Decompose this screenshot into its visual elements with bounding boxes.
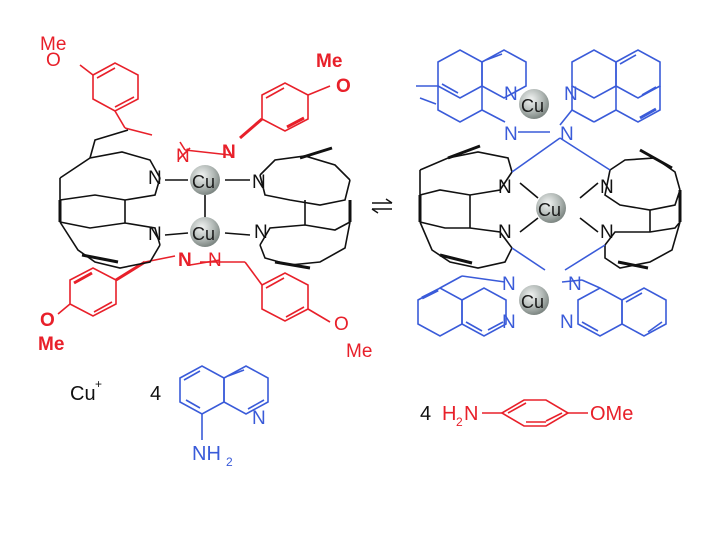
right-top-quinolines: [416, 49, 661, 133]
svg-text:2: 2: [226, 455, 233, 469]
reagent-copper-ion: Cu +: [70, 377, 102, 405]
left-top-anisyl-arms: [79, 62, 331, 156]
left-phenanthroline-core: [58, 129, 352, 270]
copper-sphere-icon: [519, 89, 549, 119]
right-n-q2: N: [564, 84, 578, 105]
left-me-bottom-right: Me: [346, 341, 372, 362]
right-n-amine-3: N: [502, 274, 516, 295]
right-n-amine-4: N: [568, 274, 582, 295]
copper-sphere-icon: [519, 285, 549, 315]
svg-text:H: H: [442, 403, 456, 425]
reagent-anisidine: 4 H 2 N OMe: [420, 399, 633, 429]
right-n-q3: N: [502, 312, 516, 333]
svg-text:Cu: Cu: [538, 200, 561, 220]
left-n-red-bottom: N: [178, 250, 192, 271]
svg-text:Cu: Cu: [192, 172, 215, 192]
right-n-amine-2: N: [560, 124, 574, 145]
left-o-bottom-left: O: [40, 310, 55, 331]
left-n-red-top: N: [222, 142, 236, 163]
left-n-small-top: N: [176, 146, 190, 167]
left-o-top-right: O: [336, 76, 351, 97]
left-me-top-left: Me: [40, 34, 66, 55]
left-me-top-right: Me: [316, 51, 342, 72]
equilibrium-arrow-icon: [371, 198, 393, 214]
svg-text:Cu: Cu: [521, 292, 544, 312]
svg-text:N: N: [252, 408, 266, 429]
left-complex: O Me Me O N N N N N N N N O Me O Me Cu C…: [38, 34, 372, 362]
left-bottom-anisyl-arms: [57, 255, 331, 323]
left-copper-bottom: Cu: [190, 217, 220, 247]
svg-text:Cu: Cu: [192, 224, 215, 244]
right-n-amine-1: N: [504, 124, 518, 145]
left-n-4: N: [254, 222, 268, 243]
right-n-3: N: [498, 222, 512, 243]
copper-sphere-icon: [536, 193, 566, 223]
svg-text:2: 2: [456, 415, 463, 429]
right-n-2: N: [600, 177, 614, 198]
svg-text:4: 4: [150, 383, 161, 405]
left-o-top-left: O: [46, 50, 61, 71]
right-bottom-quinolines: [417, 275, 667, 337]
svg-text:NH: NH: [192, 443, 221, 465]
right-copper-middle: Cu: [536, 193, 566, 223]
right-phenanthroline-core: [418, 137, 682, 271]
left-atom-labels: O Me Me O N N N N N N N N O Me O Me: [38, 34, 372, 362]
svg-text:Cu: Cu: [70, 383, 96, 405]
right-n-q1: N: [504, 84, 518, 105]
right-atom-labels: N N N N N N N N N N N N: [498, 84, 614, 333]
right-n-1: N: [498, 177, 512, 198]
left-n-3: N: [148, 224, 162, 245]
right-n-4: N: [600, 222, 614, 243]
left-n-1: N: [148, 168, 162, 189]
svg-text:+: +: [95, 377, 102, 391]
svg-text:N: N: [464, 403, 478, 425]
right-copper-bottom: Cu: [519, 285, 549, 315]
svg-text:Cu: Cu: [521, 96, 544, 116]
copper-sphere-icon: [190, 217, 220, 247]
right-complex: N N N N N N N N N N N N Cu Cu Cu: [416, 49, 682, 337]
right-n-q4: N: [560, 312, 574, 333]
left-o-bottom-right: O: [334, 314, 349, 335]
copper-sphere-icon: [190, 165, 220, 195]
reagent-aminoquinoline: 4 NH 2 N: [150, 365, 269, 469]
left-me-bottom-left: Me: [38, 334, 64, 355]
right-copper-top: Cu: [519, 89, 549, 119]
left-n-2: N: [252, 172, 266, 193]
svg-text:OMe: OMe: [590, 403, 633, 425]
left-n-small-bottom: N: [208, 250, 222, 271]
left-copper-top: Cu: [190, 165, 220, 195]
svg-text:4: 4: [420, 403, 431, 425]
